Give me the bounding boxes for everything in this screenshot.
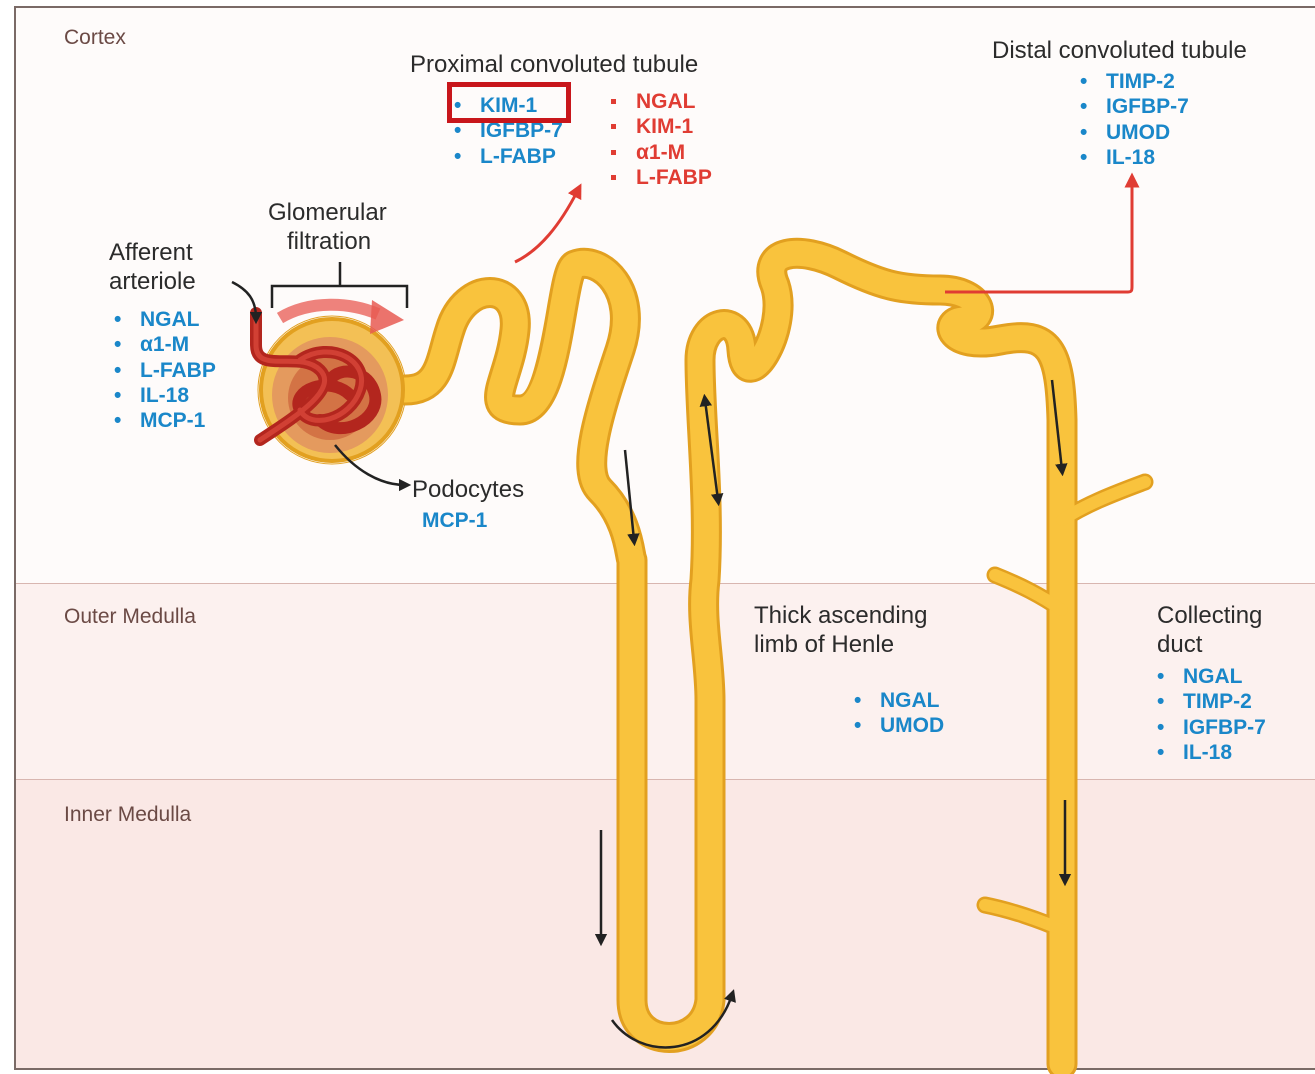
distal-pointer-arrow bbox=[945, 180, 1132, 292]
collecting-item: IL-18 bbox=[1155, 740, 1266, 765]
glomerulus bbox=[256, 313, 403, 461]
afferent-item: IL-18 bbox=[112, 383, 216, 408]
distal-title: Distal convoluted tubule bbox=[992, 36, 1247, 65]
filtration-arrowhead bbox=[370, 300, 404, 334]
distal-item: UMOD bbox=[1078, 120, 1189, 145]
proximal-title: Proximal convoluted tubule bbox=[410, 50, 698, 79]
afferent-item: NGAL bbox=[112, 307, 216, 332]
afferent-list: NGAL α1-M L-FABP IL-18 MCP-1 bbox=[112, 307, 216, 433]
glomerular-label-line2: filtration bbox=[287, 227, 371, 256]
collecting-title-line2: duct bbox=[1157, 630, 1202, 659]
proximal-red-item: L-FABP bbox=[608, 165, 712, 190]
podocytes-title: Podocytes bbox=[412, 475, 524, 504]
distal-item: IGFBP-7 bbox=[1078, 94, 1189, 119]
zone-label-outer-medulla: Outer Medulla bbox=[64, 605, 196, 629]
proximal-red-item: KIM-1 bbox=[608, 114, 712, 139]
afferent-item: α1-M bbox=[112, 332, 216, 357]
podocytes-marker: MCP-1 bbox=[422, 509, 487, 533]
flow-arrows bbox=[601, 380, 1065, 1047]
distal-list: TIMP-2 IGFBP-7 UMOD IL-18 bbox=[1078, 69, 1189, 170]
thick-limb-item: NGAL bbox=[852, 688, 944, 713]
distal-item: IL-18 bbox=[1078, 145, 1189, 170]
afferent-title-line2: arteriole bbox=[109, 267, 196, 296]
afferent-title-line1: Afferent bbox=[109, 238, 193, 267]
proximal-red-item: α1-M bbox=[608, 140, 712, 165]
highlight-box bbox=[447, 82, 571, 123]
zone-label-inner-medulla: Inner Medulla bbox=[64, 803, 191, 827]
proximal-red-list: NGAL KIM-1 α1-M L-FABP bbox=[608, 89, 712, 190]
collecting-list: NGAL TIMP-2 IGFBP-7 IL-18 bbox=[1155, 664, 1266, 765]
afferent-item: L-FABP bbox=[112, 358, 216, 383]
glomerular-label-line1: Glomerular bbox=[268, 198, 387, 227]
thick-limb-title-line2: limb of Henle bbox=[754, 630, 894, 659]
zone-label-cortex: Cortex bbox=[64, 26, 126, 50]
thick-limb-title-line1: Thick ascending bbox=[754, 601, 927, 630]
afferent-item: MCP-1 bbox=[112, 408, 216, 433]
collecting-title-line1: Collecting bbox=[1157, 601, 1262, 630]
thick-limb-item: UMOD bbox=[852, 713, 944, 738]
collecting-item: IGFBP-7 bbox=[1155, 715, 1266, 740]
distal-item: TIMP-2 bbox=[1078, 69, 1189, 94]
thick-limb-list: NGAL UMOD bbox=[852, 688, 944, 739]
proximal-blue-item: L-FABP bbox=[452, 144, 563, 169]
collecting-item: NGAL bbox=[1155, 664, 1266, 689]
collecting-item: TIMP-2 bbox=[1155, 689, 1266, 714]
proximal-red-item: NGAL bbox=[608, 89, 712, 114]
